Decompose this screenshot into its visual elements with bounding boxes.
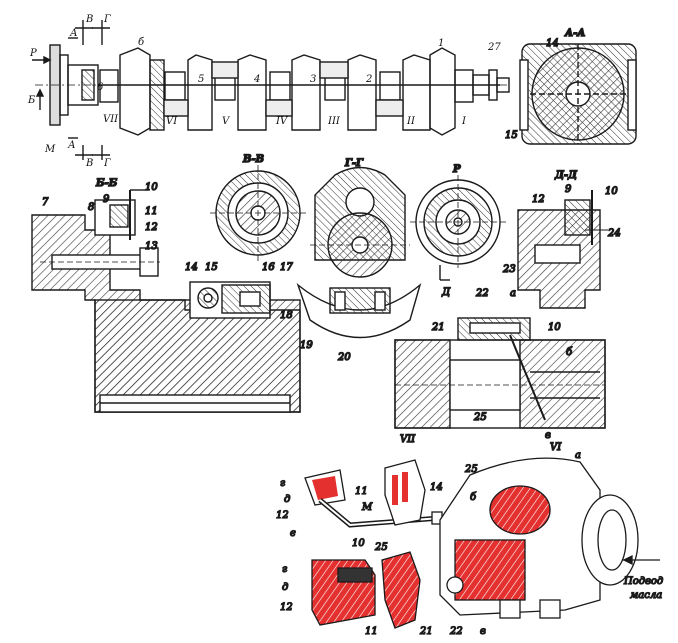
crank-label-v-top: В bbox=[85, 14, 93, 25]
ex-label-11-top: 11 bbox=[355, 486, 368, 497]
bb-label-12: 12 bbox=[145, 222, 158, 233]
throw-label-3: 3 bbox=[310, 74, 316, 85]
crank-label-g-bot: Г bbox=[103, 158, 111, 169]
ex-label-g-bot: г bbox=[282, 564, 287, 575]
crank-label-m: М bbox=[44, 144, 56, 155]
section-r-title: Р bbox=[452, 164, 461, 175]
gg-label-20: 20 bbox=[337, 352, 351, 363]
crank-label-a-top: А bbox=[69, 28, 78, 39]
journal-detail: 22 а 10 21 б 25 в VII VI bbox=[394, 287, 606, 454]
ex-label-m: М bbox=[361, 502, 373, 513]
section-bb-title: Б-Б bbox=[95, 178, 118, 189]
ex-label-d-top: д bbox=[284, 494, 290, 505]
flange-label-18: 18 bbox=[280, 310, 293, 321]
crank-label-1: 1 bbox=[438, 38, 444, 49]
jd-label-21: 21 bbox=[431, 322, 445, 333]
crank-label-b: Б bbox=[27, 95, 36, 106]
flange-label-17: 17 bbox=[280, 262, 293, 273]
journal-label-v: V bbox=[222, 116, 231, 127]
ex-label-12-bot: 12 bbox=[280, 602, 293, 613]
ex-label-21: 21 bbox=[419, 626, 433, 637]
crank-label-r: Р bbox=[29, 48, 37, 59]
bb-label-9: 9 bbox=[103, 194, 110, 205]
journal-label-iv: IV bbox=[275, 116, 289, 127]
section-aa-label-15: 15 bbox=[505, 130, 518, 141]
throw-label-6: 6 bbox=[97, 82, 104, 93]
section-dd-title: Д-Д bbox=[554, 170, 578, 181]
jd-label-b: б bbox=[566, 347, 573, 358]
dd-label-23: 23 bbox=[502, 264, 516, 275]
dd-label-9: 9 bbox=[565, 184, 572, 195]
bb-label-8: 8 bbox=[88, 202, 94, 213]
journal-label-i: I bbox=[461, 116, 467, 127]
ex-label-11-bot: 11 bbox=[365, 626, 378, 637]
jd-label-vi: VI bbox=[550, 442, 562, 453]
crankshaft-labels: Р Б М В Г А А В Г б 1 27 VII VI V IV III… bbox=[27, 14, 501, 169]
section-vv: В-В bbox=[210, 153, 306, 261]
dd-label-24: 24 bbox=[607, 228, 621, 239]
bb-label-10: 10 bbox=[145, 182, 158, 193]
crank-label-v-bot: В bbox=[85, 158, 93, 169]
journal-label-vi: VI bbox=[166, 116, 178, 127]
bb-label-11: 11 bbox=[145, 206, 158, 217]
section-aa-label-14: 14 bbox=[546, 38, 559, 49]
flange-label-14: 14 bbox=[185, 262, 198, 273]
section-aa-title: А-А bbox=[564, 28, 585, 39]
ex-label-12-top: 12 bbox=[276, 510, 289, 521]
gg-label-19: 19 bbox=[300, 340, 313, 351]
journal-label-ii: II bbox=[406, 116, 416, 127]
ex-label-25-left: 25 bbox=[374, 542, 388, 553]
crankshaft-overview bbox=[32, 20, 510, 160]
crank-label-a-bot: А bbox=[67, 140, 76, 151]
bb-label-7: 7 bbox=[42, 197, 49, 208]
section-vv-title: В-В bbox=[242, 154, 264, 165]
ex-label-a-right: а bbox=[575, 450, 581, 461]
section-dd: Д-Д 9 10 12 24 23 bbox=[501, 169, 621, 309]
ex-label-d-bot: д bbox=[282, 582, 288, 593]
ex-label-e: е bbox=[290, 528, 296, 539]
crank-label-b-small: б bbox=[138, 37, 145, 48]
dd-label-12: 12 bbox=[532, 194, 545, 205]
jd-label-22: 22 bbox=[475, 288, 489, 299]
ex-label-14: 14 bbox=[430, 482, 443, 493]
ex-label-10: 10 bbox=[352, 538, 365, 549]
section-r: Р Д bbox=[410, 163, 506, 299]
bb-label-13: 13 bbox=[145, 241, 158, 252]
throw-label-5: 5 bbox=[198, 74, 204, 85]
ex-label-v-bot: в bbox=[480, 626, 486, 637]
oil-supply-line1: Подвод bbox=[623, 576, 663, 587]
jd-label-25: 25 bbox=[473, 412, 487, 423]
exploded-view: г д 12 е 11 М 10 25 14 г д 12 11 21 22 в… bbox=[275, 449, 664, 637]
ex-label-b-right: б bbox=[470, 492, 477, 503]
ex-label-22: 22 bbox=[449, 626, 463, 637]
section-gg: Г-Г 19 20 bbox=[296, 157, 422, 364]
jd-label-vii: VII bbox=[400, 434, 416, 445]
ex-label-g-top: г bbox=[280, 478, 285, 489]
crank-label-27: 27 bbox=[487, 42, 501, 53]
section-d-arrow-label: Д bbox=[441, 287, 451, 298]
journal-label-vii: VII bbox=[103, 114, 119, 125]
journal-label-iii: III bbox=[327, 116, 341, 127]
jd-label-v: в bbox=[545, 430, 551, 441]
crank-label-g-top: Г bbox=[103, 14, 111, 25]
section-gg-title: Г-Г bbox=[344, 158, 364, 169]
section-aa: А-А 14 15 bbox=[504, 27, 637, 145]
jd-label-10: 10 bbox=[548, 322, 561, 333]
flange-label-16: 16 bbox=[262, 262, 275, 273]
throw-label-4: 4 bbox=[253, 74, 260, 85]
oil-supply-line2: масла bbox=[630, 590, 662, 601]
dd-label-10: 10 bbox=[605, 186, 618, 197]
flange-label-15: 15 bbox=[205, 262, 218, 273]
ex-label-25-right: 25 bbox=[464, 464, 478, 475]
section-bb: Б-Б 7 8 9 10 11 12 13 14 15 16 17 18 bbox=[31, 177, 301, 413]
jd-label-a: а bbox=[510, 288, 516, 299]
throw-label-2: 2 bbox=[365, 74, 372, 85]
